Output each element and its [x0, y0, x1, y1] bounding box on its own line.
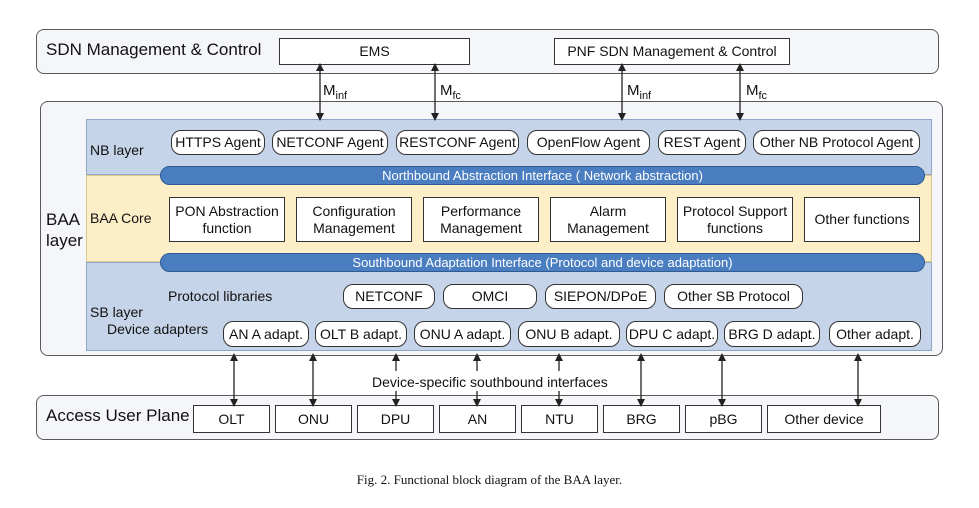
m-fc-label-2: Mfc: [746, 82, 767, 102]
m-inf-main-1: M: [323, 82, 336, 99]
device-other: Other device: [767, 405, 881, 433]
m-inf-main-2: M: [627, 82, 640, 99]
netconf-agent: NETCONF Agent: [272, 130, 388, 155]
device-ntu: NTU: [521, 405, 598, 433]
protocol-support-line1: Protocol Support: [682, 202, 788, 219]
olt-b-adapter: OLT B adapt.: [315, 321, 407, 347]
ems-box: EMS: [279, 38, 470, 65]
device-onu: ONU: [275, 405, 352, 433]
other-sb-protocol-library: Other SB Protocol: [664, 284, 803, 309]
performance-line2: Management: [440, 219, 522, 236]
sb-layer-label: SB layer: [90, 304, 143, 320]
northbound-interface-bar: Northbound Abstraction Interface ( Netwo…: [160, 166, 925, 185]
figure-caption: Fig. 2. Functional block diagram of the …: [356, 472, 623, 487]
baa-label-line2: layer: [46, 231, 83, 250]
sdn-label: SDN Management & Control: [46, 40, 262, 59]
omci-library: OMCI: [443, 284, 537, 309]
rest-agent: REST Agent: [658, 130, 746, 155]
m-fc-main-1: M: [440, 82, 453, 99]
m-inf-label-2: Minf: [627, 82, 651, 102]
other-functions-box: Other functions: [804, 197, 920, 242]
alarm-line1: Alarm: [589, 202, 627, 219]
pon-abstraction-line1: PON Abstraction: [175, 202, 279, 219]
pnf-sdn-box: PNF SDN Management & Control: [554, 38, 790, 65]
m-inf-label-1: Minf: [323, 82, 347, 102]
device-adapters-label: Device adapters: [107, 321, 209, 337]
nb-layer-label: NB layer: [90, 142, 144, 158]
protocol-support-line2: functions: [706, 219, 764, 236]
device-dpu: DPU: [357, 405, 434, 433]
protocol-support-box: Protocol Support functions: [677, 197, 793, 242]
other-functions-line1: Other functions: [814, 211, 910, 227]
other-nb-agent: Other NB Protocol Agent: [753, 130, 920, 155]
an-a-adapter: AN A adapt.: [223, 321, 309, 347]
pon-abstraction-box: PON Abstraction function: [169, 197, 285, 242]
netconf-library: NETCONF: [343, 284, 435, 309]
protocol-libraries-label: Protocol libraries: [168, 288, 273, 304]
m-fc-sub-1: fc: [452, 90, 462, 102]
onu-b-adapter: ONU B adapt.: [518, 321, 620, 347]
configuration-line2: Management: [313, 219, 395, 236]
pon-abstraction-line2: function: [202, 219, 252, 236]
access-label: Access User Plane: [46, 406, 190, 425]
m-inf-sub-2: inf: [639, 90, 652, 102]
baa-core-label: BAA Core: [90, 210, 152, 226]
m-fc-label-1: Mfc: [440, 82, 461, 102]
southbound-interface-bar: Southbound Adaptation Interface (Protoco…: [160, 253, 925, 272]
m-fc-sub-2: fc: [758, 90, 768, 102]
onu-a-adapter: ONU A adapt.: [414, 321, 511, 347]
performance-management-box: Performance Management: [423, 197, 539, 242]
configuration-management-box: Configuration Management: [296, 197, 412, 242]
siepon-dpoe-library: SIEPON/DPoE: [545, 284, 656, 309]
openflow-agent: OpenFlow Agent: [527, 130, 650, 155]
other-adapter: Other adapt.: [829, 321, 921, 347]
m-fc-main-2: M: [746, 82, 759, 99]
device-an: AN: [439, 405, 516, 433]
restconf-agent: RESTCONF Agent: [396, 130, 519, 155]
device-pbg: pBG: [685, 405, 762, 433]
baa-label-line1: BAA: [46, 210, 81, 229]
southbound-interfaces-label: Device-specific southbound interfaces: [372, 374, 608, 390]
dpu-c-adapter: DPU C adapt.: [626, 321, 718, 347]
alarm-line2: Management: [567, 219, 649, 236]
performance-line1: Performance: [440, 202, 522, 219]
brg-d-adapter: BRG D adapt.: [724, 321, 820, 347]
https-agent: HTTPS Agent: [171, 130, 265, 155]
m-inf-sub-1: inf: [335, 90, 348, 102]
alarm-management-box: Alarm Management: [550, 197, 666, 242]
configuration-line1: Configuration: [312, 202, 396, 219]
